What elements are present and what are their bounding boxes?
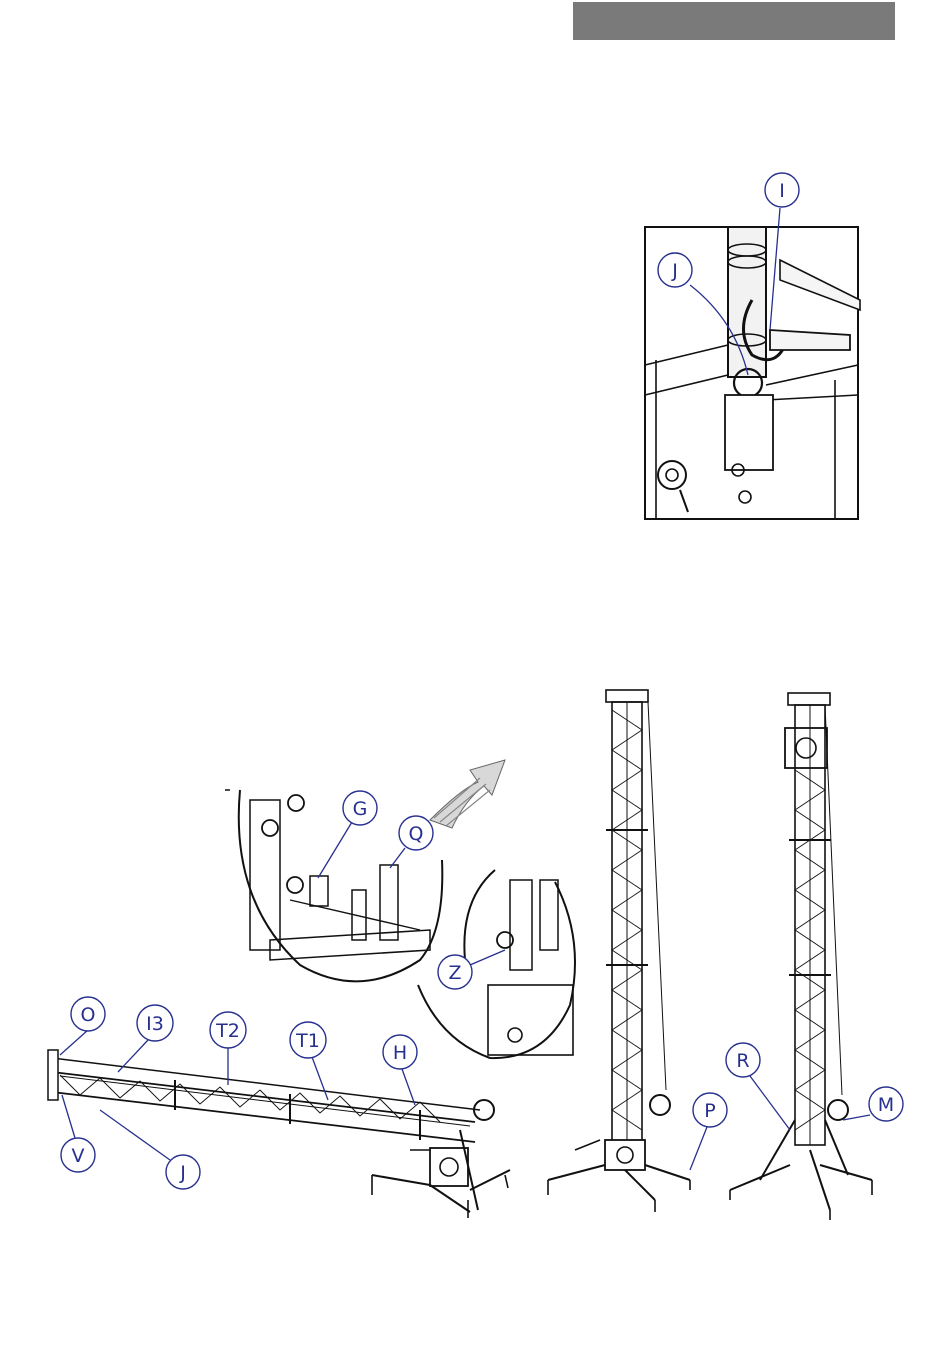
zoom-circle-left: G Q bbox=[225, 790, 442, 981]
callout-label: J bbox=[179, 1162, 186, 1184]
callout-label: V bbox=[72, 1145, 85, 1167]
callout-label: J bbox=[671, 260, 678, 282]
callout-label: G bbox=[353, 798, 368, 820]
transition-arrow-icon bbox=[430, 760, 505, 828]
callout-label: H bbox=[393, 1042, 407, 1064]
callout-label: O bbox=[81, 1004, 96, 1026]
vertical-tower-right: R M bbox=[726, 693, 903, 1220]
callout-label: T2 bbox=[215, 1020, 240, 1042]
callout-label: I3 bbox=[146, 1013, 164, 1035]
callout-label: Q bbox=[409, 823, 424, 845]
callout-label: Z bbox=[448, 962, 461, 984]
horizontal-tower: O I3 T2 T1 H V J bbox=[48, 997, 510, 1218]
callout-label: R bbox=[736, 1050, 749, 1072]
inset-detail: I J bbox=[645, 173, 860, 519]
callout-label: P bbox=[704, 1100, 715, 1122]
callout-label: M bbox=[878, 1094, 894, 1116]
callout-label: I bbox=[779, 180, 785, 202]
callout-label: T1 bbox=[295, 1030, 320, 1052]
